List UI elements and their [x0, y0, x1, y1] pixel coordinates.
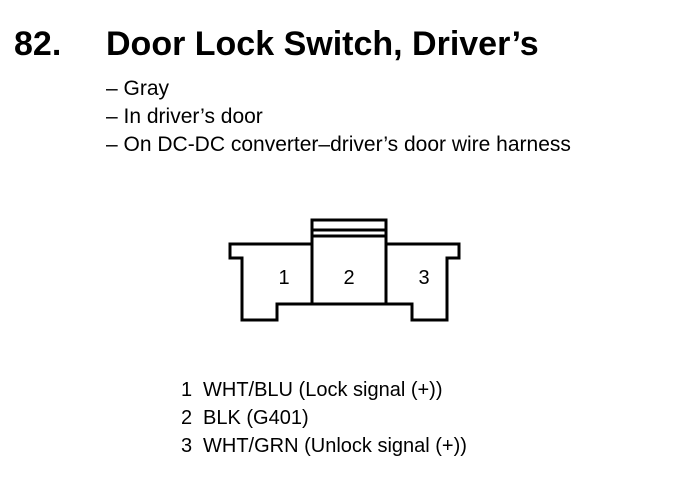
connector-diagram: 1 2 3 [228, 218, 461, 322]
pin-row: 3 WHT/GRN (Unlock signal (+)) [181, 432, 467, 460]
pin-list: 1 WHT/BLU (Lock signal (+)) 2 BLK (G401) 3… [181, 376, 467, 460]
terminal-label: 1 [278, 267, 289, 289]
pin-description: BLK (G401) [203, 407, 309, 429]
connector-outline [228, 218, 461, 322]
pin-number: 1 [181, 379, 193, 401]
pin-description: WHT/BLU (Lock signal (+)) [203, 379, 443, 401]
pin-number: 3 [181, 435, 193, 457]
pin-number: 2 [181, 407, 193, 429]
pin-row: 2 BLK (G401) [181, 404, 467, 432]
detail-harness: – On DC-DC converter–driver’s door wire … [106, 133, 571, 156]
terminal-label: 3 [418, 267, 429, 289]
pin-description: WHT/GRN (Unlock signal (+)) [203, 435, 467, 457]
component-name: Door Lock Switch, Driver’s [106, 25, 539, 63]
detail-location: – In driver’s door [106, 105, 263, 128]
component-number: 82. [14, 25, 62, 63]
component-details: – Gray – In driver’s door – On DC-DC con… [106, 75, 571, 159]
detail-color: – Gray [106, 77, 170, 100]
pin-row: 1 WHT/BLU (Lock signal (+)) [181, 376, 467, 404]
terminal-label: 2 [343, 267, 354, 289]
